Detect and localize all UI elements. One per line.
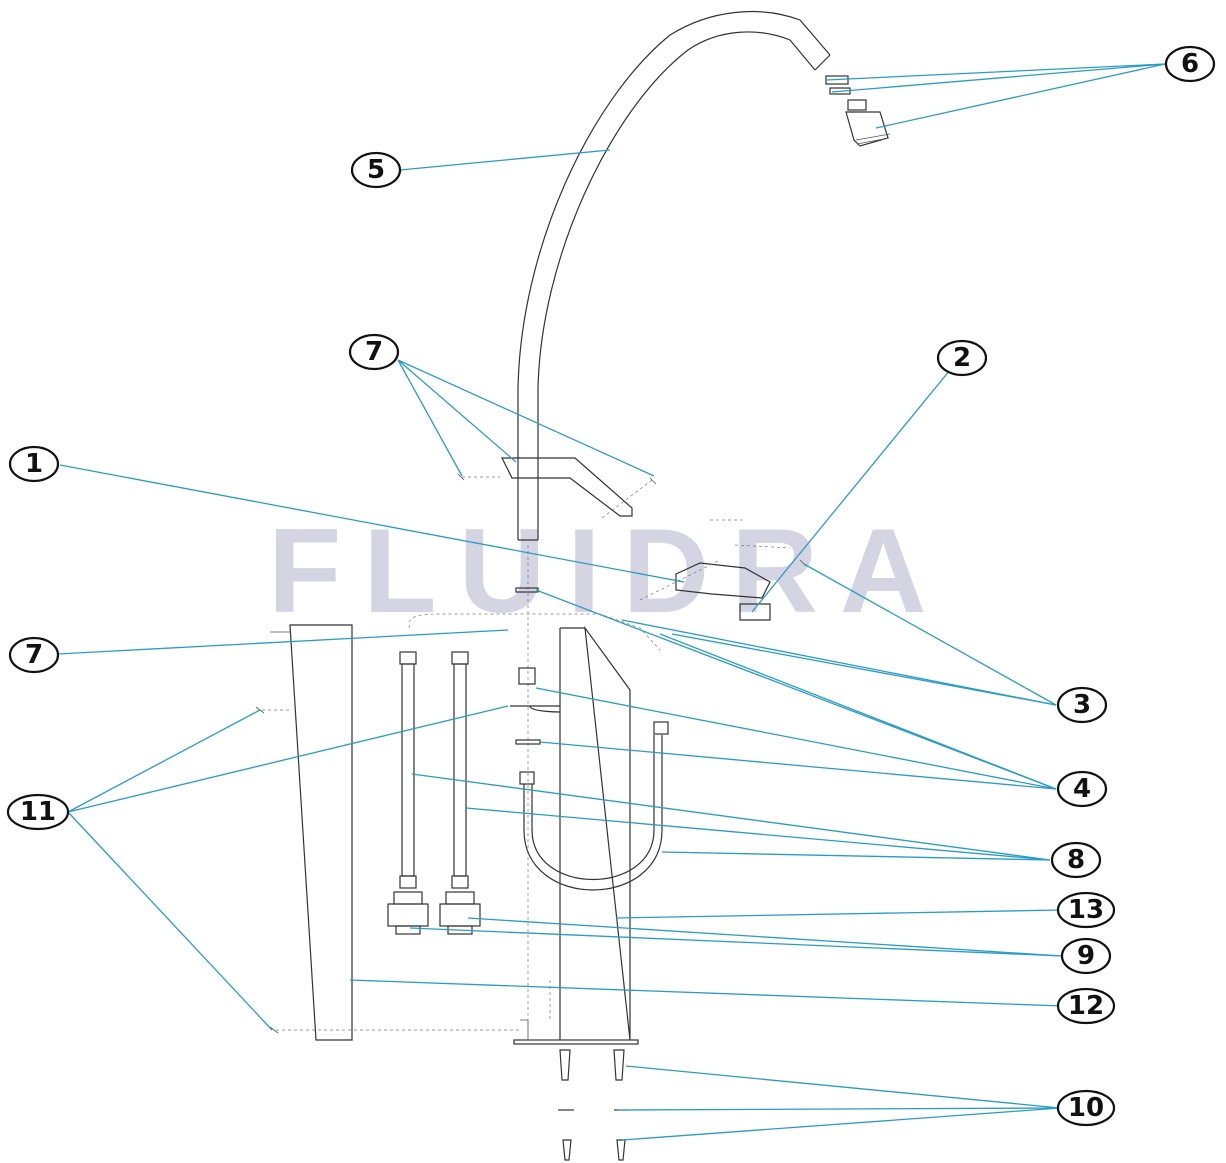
leader-lines (57, 63, 1166, 1141)
callout-6: 6 (1164, 45, 1216, 83)
callout-9-label: 9 (1077, 941, 1095, 971)
callout-1-label: 1 (25, 449, 43, 479)
pipe-bracket (457, 457, 657, 519)
shower-head (825, 75, 891, 147)
callout-7-top: 7 (348, 333, 400, 371)
callout-10: 10 (1056, 1089, 1116, 1127)
callout-8-label: 8 (1067, 845, 1085, 875)
callout-7-mid: 7 (8, 636, 60, 674)
callout-11: 11 (6, 793, 70, 831)
callout-6-label: 6 (1181, 49, 1199, 79)
callout-11-label: 11 (20, 797, 56, 827)
callout-10-label: 10 (1068, 1093, 1104, 1123)
shower-pipe (517, 11, 831, 541)
callout-1: 1 (8, 445, 60, 483)
callout-9: 9 (1060, 937, 1112, 975)
callout-4-label: 4 (1073, 774, 1091, 804)
fittings-axis (510, 587, 561, 785)
callouts: 5 6 7 2 1 7 3 4 (6, 45, 1216, 1127)
callout-7-mid-label: 7 (25, 640, 43, 670)
callout-13-label: 13 (1068, 895, 1104, 925)
callout-3: 3 (1056, 686, 1108, 724)
column-body (408, 545, 661, 1045)
callout-5-label: 5 (367, 155, 385, 185)
connection-rods (399, 651, 669, 891)
callout-7-top-label: 7 (365, 337, 383, 367)
callout-5: 5 (350, 151, 402, 189)
anchor-bolts (549, 980, 628, 1161)
callout-8: 8 (1050, 841, 1102, 879)
side-panel (255, 624, 520, 1041)
callout-4: 4 (1056, 770, 1108, 808)
callout-2-label: 2 (953, 343, 971, 373)
callout-2: 2 (936, 339, 988, 377)
couplings (387, 891, 481, 935)
callout-12-label: 12 (1068, 991, 1104, 1021)
callout-3-label: 3 (1073, 690, 1091, 720)
callout-13: 13 (1056, 891, 1116, 929)
callout-12: 12 (1056, 987, 1116, 1025)
